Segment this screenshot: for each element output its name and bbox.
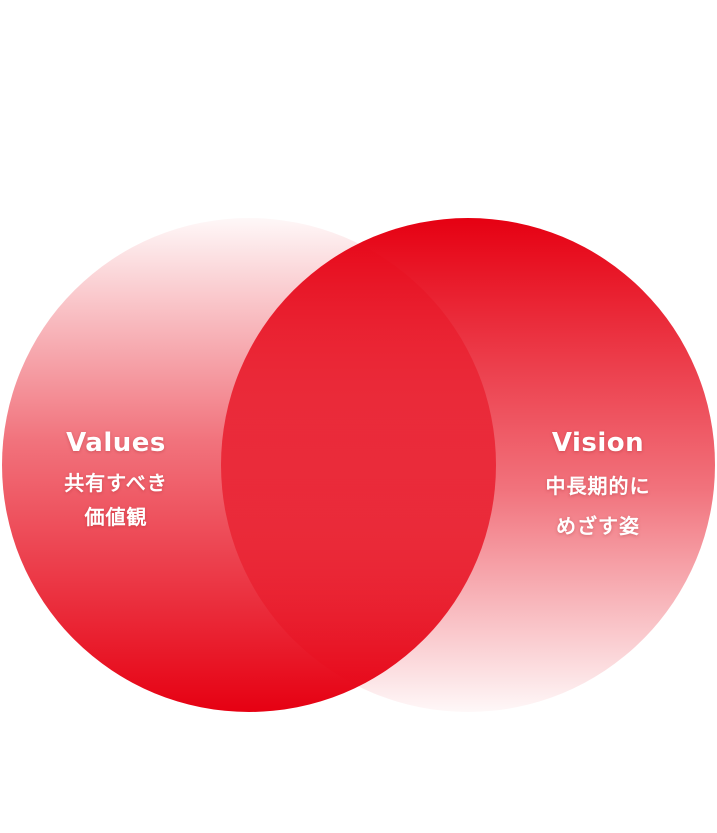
values-subtitle-line2: 価値観 [84,505,148,529]
values-subtitle-line1: 共有すべき [64,471,168,495]
vision-subtitle-line2: めざす姿 [556,514,640,538]
vision-circle [221,218,715,712]
values-label: Values 共有すべき 価値観 [38,426,194,534]
values-title: Values [66,428,166,458]
vision-label: Vision 中長期的に めざす姿 [518,426,678,546]
vision-subtitle-line1: 中長期的に [545,474,651,498]
vision-title: Vision [551,428,645,458]
